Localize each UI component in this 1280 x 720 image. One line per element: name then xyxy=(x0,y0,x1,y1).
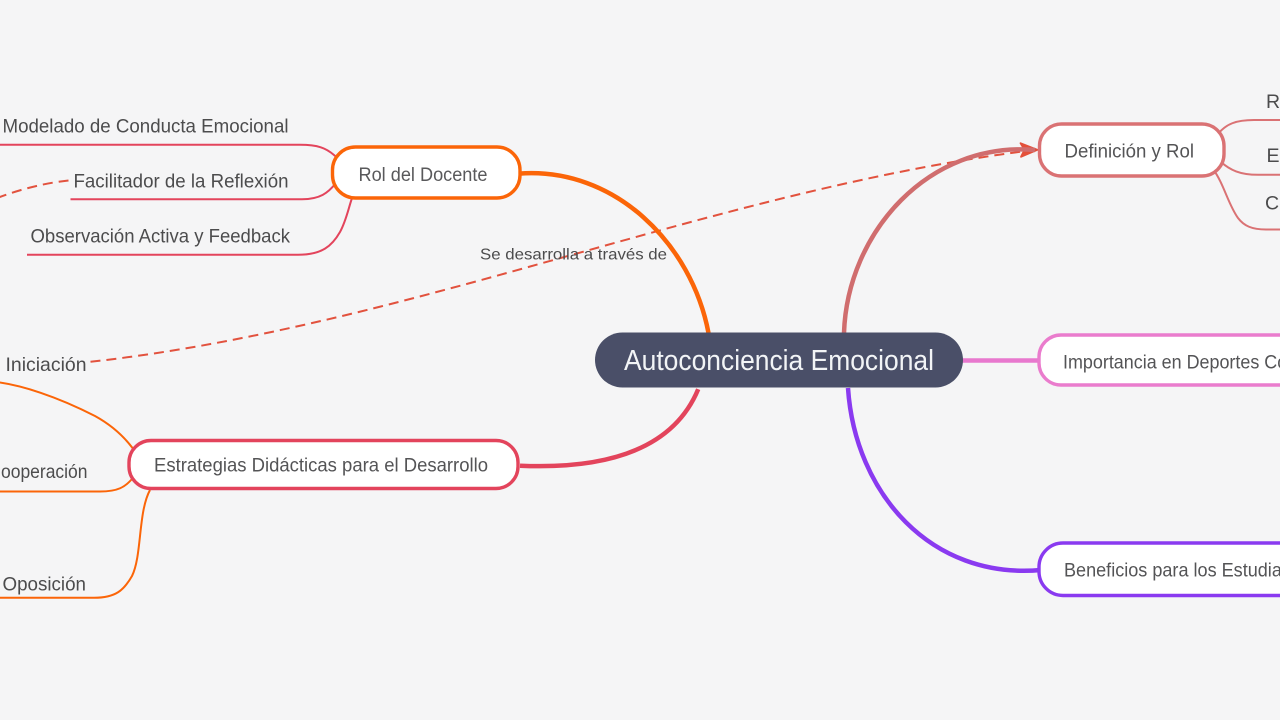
svg-text:Autoconciencia Emocional: Autoconciencia Emocional xyxy=(624,345,934,377)
svg-text:Definición y Rol: Definición y Rol xyxy=(1065,141,1195,163)
svg-text:Beneficios para los Estudiante: Beneficios para los Estudiantes xyxy=(1064,560,1280,582)
svg-text:Observación Activa y Feedback: Observación Activa y Feedback xyxy=(31,226,291,248)
svg-text:Se desarrolla a través de: Se desarrolla a través de xyxy=(480,247,667,264)
svg-text:Estrategias Didácticas para el: Estrategias Didácticas para el Desarroll… xyxy=(154,455,488,477)
svg-text:Reconocimiento: Reconocimiento xyxy=(1266,91,1280,113)
svg-text:Importancia en Deportes Colect: Importancia en Deportes Colectivos xyxy=(1063,352,1280,374)
svg-text:Oposición: Oposición xyxy=(3,574,87,596)
svg-text:Rol del Docente: Rol del Docente xyxy=(359,164,488,186)
svg-text:Iniciación: Iniciación xyxy=(6,354,87,376)
svg-text:Competencias: Competencias xyxy=(1265,193,1280,215)
svg-text:Facilitador de la Reflexión: Facilitador de la Reflexión xyxy=(74,171,289,193)
svg-text:Entorno: Entorno xyxy=(1267,145,1280,167)
svg-text:Modelado de Conducta Emocional: Modelado de Conducta Emocional xyxy=(3,116,289,138)
svg-text:ooperación: ooperación xyxy=(1,461,88,483)
